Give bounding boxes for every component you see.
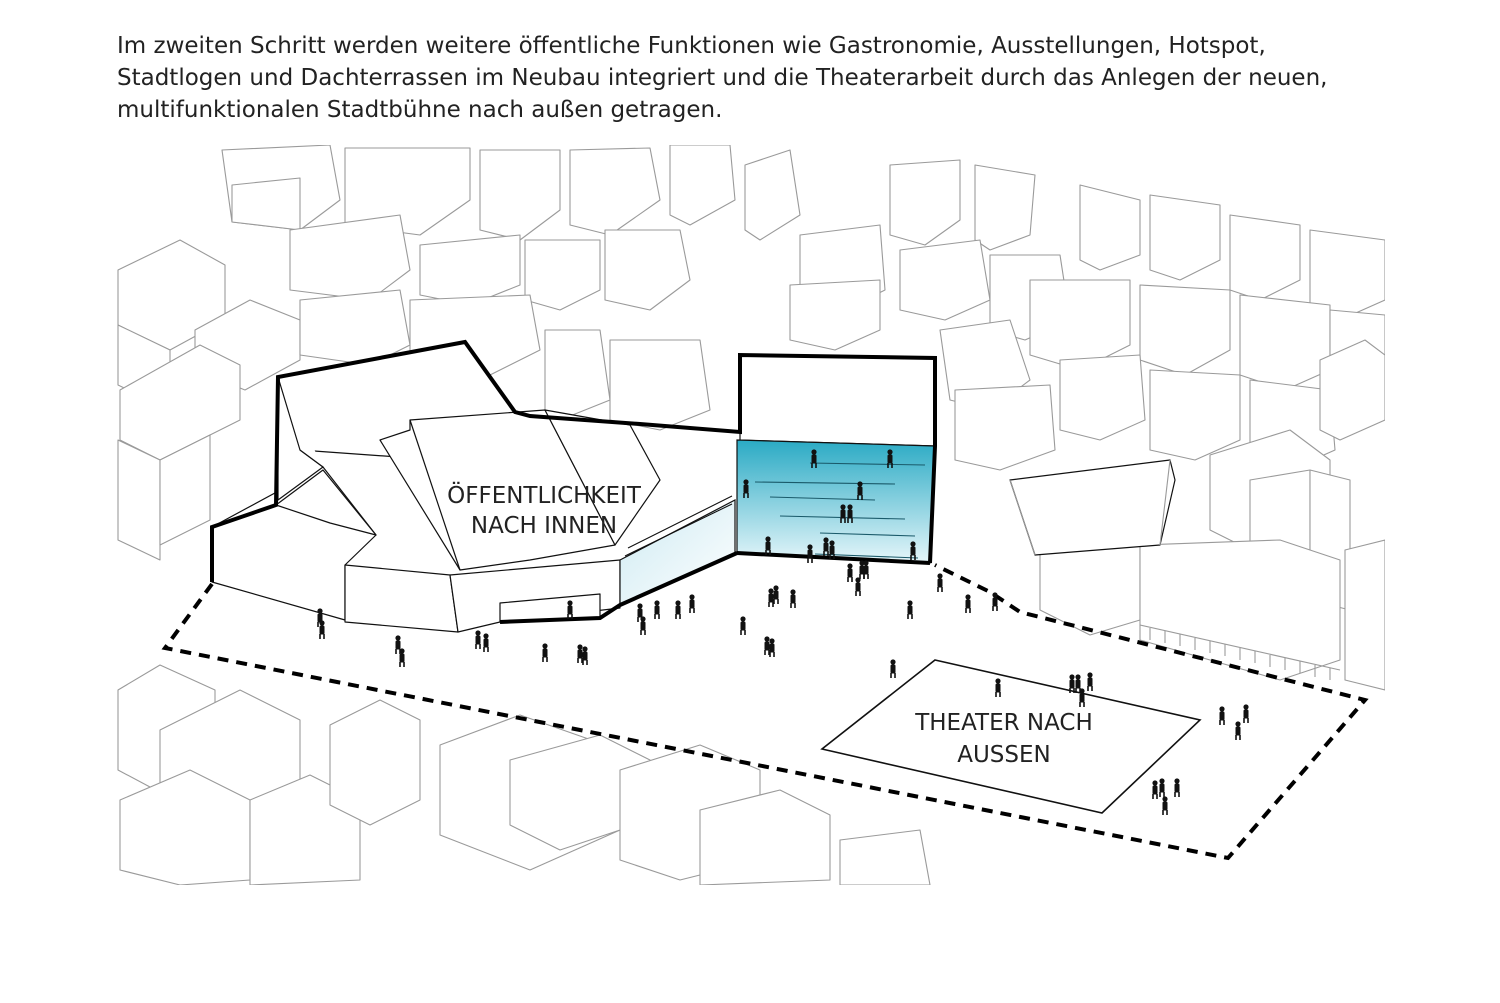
person-figure	[395, 635, 401, 654]
person-figure	[475, 630, 481, 649]
person-figure	[399, 648, 405, 667]
person-figure	[577, 644, 583, 663]
person-figure	[764, 636, 770, 655]
person-figure	[1069, 674, 1075, 693]
person-figure	[773, 585, 779, 604]
person-figure	[992, 592, 998, 611]
label-inner-1: ÖFFENTLICHKEIT	[447, 481, 642, 509]
plaza-boundary	[161, 563, 1369, 861]
label-outer-1: THEATER NACH	[914, 710, 1093, 736]
person-figure	[542, 643, 548, 662]
person-figure	[863, 560, 869, 579]
person-figure	[890, 659, 896, 678]
person-figure	[840, 504, 846, 523]
person-figure	[907, 600, 913, 619]
person-figure	[769, 638, 775, 657]
context-buildings	[117, 145, 1385, 885]
person-figure	[829, 540, 835, 559]
person-figure	[847, 504, 853, 523]
person-figure	[483, 633, 489, 652]
caption-line-2: Stadtlogen und Dachterrassen im Neubau i…	[117, 65, 1328, 91]
person-figure	[965, 594, 971, 613]
person-figure	[995, 678, 1001, 697]
person-figure	[765, 536, 771, 555]
person-figure	[1159, 778, 1165, 797]
person-figure	[855, 577, 861, 596]
person-figure	[1162, 796, 1168, 815]
new-building	[210, 339, 937, 633]
person-figure	[1152, 780, 1158, 799]
person-figure	[675, 600, 681, 619]
label-outer-2: AUSSEN	[957, 742, 1051, 768]
caption-line-3: multifunktionalen Stadtbühne nach außen …	[117, 97, 723, 123]
person-figure	[768, 588, 774, 607]
person-figure	[807, 544, 813, 563]
person-figure	[1243, 704, 1249, 723]
people-figures	[317, 449, 1249, 815]
person-figure	[937, 573, 943, 592]
person-figure	[654, 600, 660, 619]
caption: Im zweiten Schritt werden weitere öffent…	[117, 30, 1417, 126]
person-figure	[1079, 688, 1085, 707]
person-figure	[1235, 721, 1241, 740]
outdoor-stage	[820, 659, 1202, 814]
person-figure	[859, 560, 865, 579]
caption-line-1: Im zweiten Schritt werden weitere öffent…	[117, 33, 1266, 59]
person-figure	[910, 541, 916, 560]
person-figure	[567, 600, 573, 619]
person-figure	[1087, 672, 1093, 691]
person-figure	[887, 449, 893, 468]
person-figure	[582, 646, 588, 665]
person-figure	[689, 594, 695, 613]
label-inner-2: NACH INNEN	[471, 513, 617, 539]
person-figure	[743, 479, 749, 498]
person-figure	[740, 616, 746, 635]
person-figure	[1219, 706, 1225, 725]
person-figure	[811, 449, 817, 468]
person-figure	[640, 616, 646, 635]
person-figure	[790, 589, 796, 608]
person-figure	[823, 537, 829, 556]
person-figure	[319, 620, 325, 639]
person-figure	[847, 563, 853, 582]
person-figure	[1174, 778, 1180, 797]
person-figure	[857, 481, 863, 500]
